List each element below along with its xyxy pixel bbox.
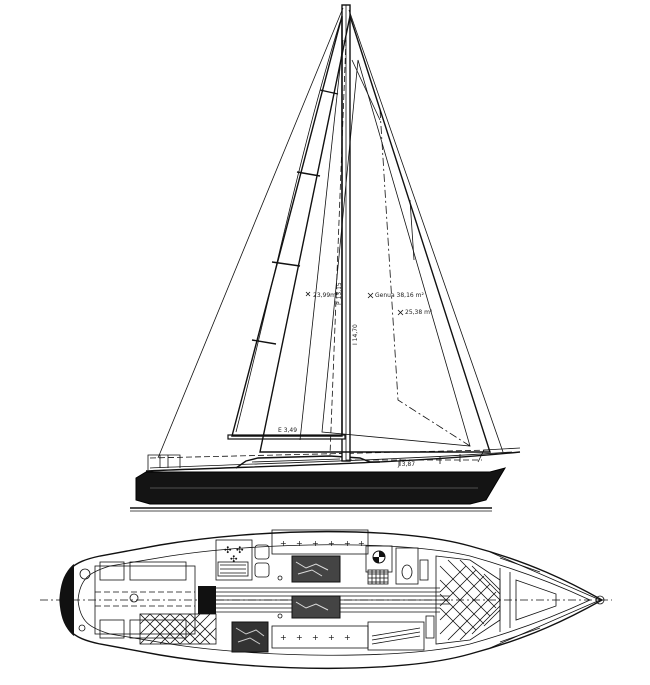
- cabin-window: [251, 458, 341, 463]
- svg-text:✣: ✣: [236, 546, 244, 556]
- cabin-top: [235, 455, 380, 469]
- engine-box: [231, 621, 269, 653]
- batten-4: [251, 339, 277, 345]
- mainsail-leech: [235, 21, 341, 433]
- saloon-table: [291, 555, 341, 583]
- boom: [227, 434, 346, 440]
- transom: [60, 564, 74, 636]
- cockpit-locker-1: [99, 561, 125, 581]
- deck-outline: [77, 544, 591, 656]
- stem-fitting: [595, 595, 605, 605]
- sink-icon-2: [254, 562, 270, 578]
- svg-text:+: +: [296, 633, 303, 642]
- label-sail-area-genoa: Genua 38,16 m²: [375, 292, 424, 299]
- label-dim-i: I 14,70: [352, 324, 359, 345]
- deck-line: [149, 451, 513, 469]
- cockpit-locker-2: [99, 619, 125, 639]
- svg-text:+: +: [296, 539, 303, 548]
- genoa: [259, 13, 491, 453]
- v-berth-hatch-2: [439, 565, 501, 641]
- companionway: [198, 586, 216, 614]
- settee-port: [271, 529, 369, 555]
- forestay: [348, 9, 504, 453]
- inner-shroud: [329, 39, 347, 456]
- sail-area-marker-genoa: Genua 38,16 m²: [367, 292, 424, 299]
- accommodation-plan: ✣ ✣ ✣ + + + + + + + + + + +: [40, 529, 612, 670]
- aft-berth-crosshatch: [139, 613, 217, 645]
- fitting-2: [277, 613, 283, 619]
- mainsail: [231, 15, 343, 437]
- cockpit-seat-2: [129, 619, 187, 639]
- svg-text:✣: ✣: [224, 546, 232, 556]
- label-dim-e: E 3,49: [278, 427, 297, 434]
- sink-icon: [254, 544, 270, 560]
- wheel-hub-icon: [129, 593, 139, 603]
- batten-2: [296, 171, 321, 177]
- pushpit-stanchions: [159, 455, 169, 468]
- hull-outline: [59, 530, 604, 670]
- bow-pulpit-plan: [489, 551, 602, 649]
- svg-text:+: +: [312, 633, 319, 642]
- locker-door: [425, 615, 435, 639]
- cockpit: [94, 565, 196, 635]
- sail-seam: [409, 199, 415, 261]
- toilet-icon: [401, 564, 413, 580]
- anchor-well: [515, 579, 557, 621]
- sail-area-marker-jib: 25,38 m²: [397, 309, 433, 316]
- svg-text:+: +: [312, 539, 319, 548]
- batten-3: [271, 261, 301, 267]
- winch-1: [79, 568, 91, 580]
- svg-text:+: +: [344, 633, 351, 642]
- bow-rails: [499, 557, 541, 643]
- shroud-line: [299, 39, 344, 441]
- head-compartment: [395, 547, 419, 585]
- jib: [321, 59, 471, 447]
- svg-text:+: +: [280, 539, 287, 548]
- label-dim-j: J 3,87: [397, 461, 415, 468]
- winch-2: [78, 624, 86, 632]
- chart-table: [365, 545, 393, 573]
- aft-berth: [139, 613, 217, 645]
- galley-hatched: [217, 561, 249, 577]
- label-sail-area-jib: 25,38 m²: [405, 309, 433, 316]
- svg-text:+: +: [280, 633, 287, 642]
- svg-text:+: +: [358, 539, 365, 548]
- hull: [135, 467, 507, 505]
- spreader-line: [351, 59, 381, 121]
- galley-hatching: [220, 564, 246, 574]
- settee-cushion-marks: + + + + + + + + + + +: [280, 539, 365, 642]
- hanging-locker: [367, 621, 425, 651]
- sail-plan: 23,99m² Genua 38,16 m² 25,38 m² P 13,15 …: [130, 4, 521, 512]
- saloon-table-leaf: [291, 595, 341, 619]
- sail-area-marker-main: 23,99m²: [305, 291, 339, 299]
- pushpit: [147, 454, 181, 470]
- svg-text:✣: ✣: [230, 555, 238, 565]
- jib-leech-dashed: [379, 109, 471, 447]
- svg-text:+: +: [344, 539, 351, 548]
- backstay: [157, 7, 344, 459]
- batten-1: [319, 89, 339, 95]
- label-sail-area-main: 23,99m²: [313, 292, 339, 299]
- cockpit-seat-1: [129, 561, 187, 581]
- stove-icon: ✣ ✣ ✣: [224, 546, 244, 565]
- sheer-line: [145, 451, 521, 472]
- svg-text:+: +: [328, 633, 335, 642]
- svg-text:+: +: [328, 539, 335, 548]
- nav-grid: [367, 569, 389, 585]
- fitting-1: [277, 575, 283, 581]
- head-basin: [419, 559, 429, 581]
- label-dim-p: P 13,15: [336, 282, 343, 305]
- galley-counter: [215, 539, 253, 581]
